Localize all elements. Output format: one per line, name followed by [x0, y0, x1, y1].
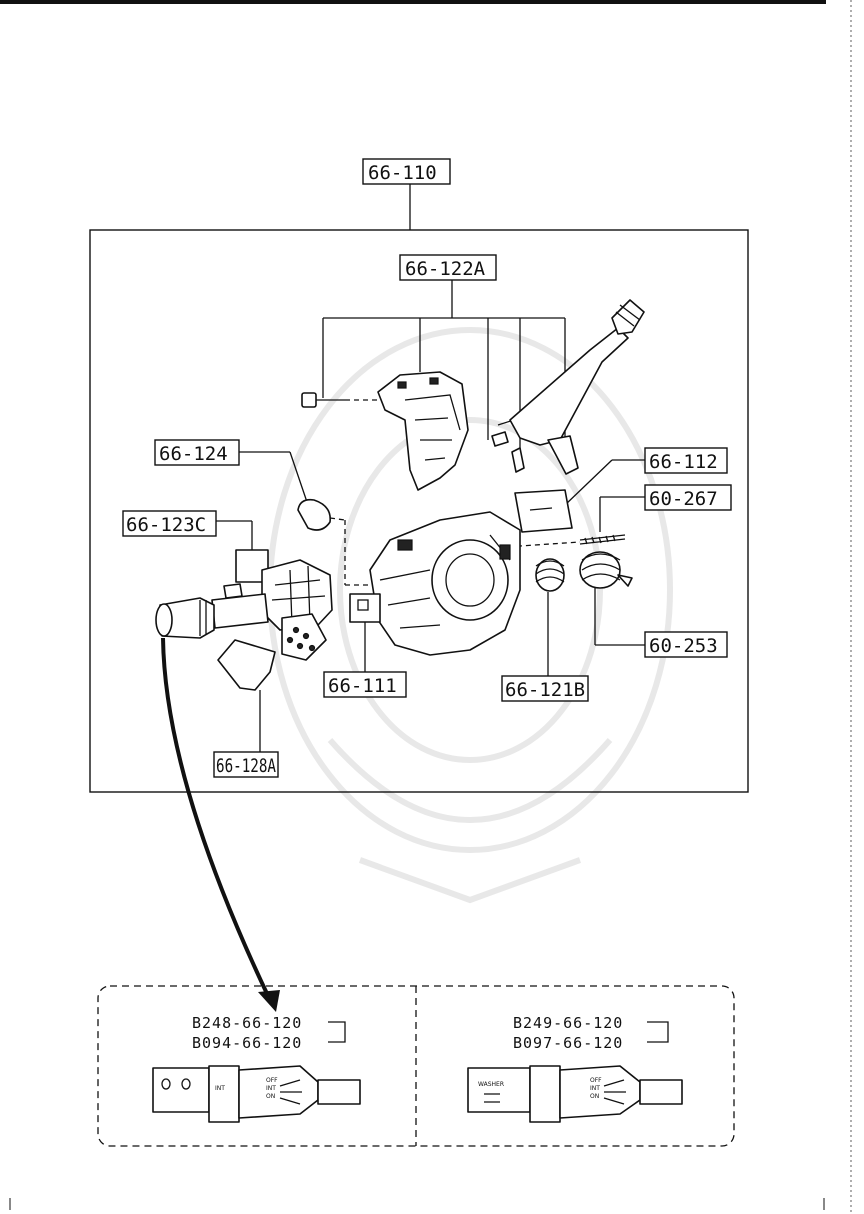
callout-switch-body: 66-122A [405, 258, 486, 280]
variant-right-switch-text-3: INT [590, 1085, 600, 1092]
callout-box-assembly [362, 158, 451, 185]
callout-box-switch-body [399, 254, 497, 281]
variant-right: B249-66-120 B097-66-120 WASHER OFF INT O… [467, 1014, 683, 1123]
callout-assembly: 66-110 [368, 162, 437, 184]
cover-plate [514, 489, 573, 533]
bolt [301, 392, 378, 408]
callout-bracket: 66-123C [126, 514, 206, 536]
callout-spring-a: 60-253 [649, 635, 718, 657]
callout-spring-b: 66-121B [505, 679, 585, 701]
variant-right-switch-text-4: ON [590, 1093, 599, 1100]
callout-box-screw [644, 484, 732, 511]
variant-left-switch-text-3: INT [266, 1085, 276, 1092]
spring-b [535, 558, 565, 592]
callout-box-clip [154, 439, 240, 466]
combination-switch [155, 559, 333, 661]
variant-left-part-number-2: B094-66-120 [192, 1034, 302, 1052]
switch-drawing-right: WASHER OFF INT ON [467, 1065, 683, 1123]
pad-part [349, 593, 381, 623]
callout-box-spring-a [644, 631, 728, 658]
callout-clip: 66-124 [159, 443, 228, 465]
spring-a [579, 551, 633, 589]
variant-right-switch-text-2: OFF [590, 1077, 602, 1084]
variant-right-switch-text-1: WASHER [478, 1081, 504, 1088]
callout-box-holder [213, 751, 279, 778]
small-screws [491, 417, 525, 473]
variant-left-switch-text-2: OFF [266, 1077, 278, 1084]
variant-left-switch-text-4: ON [266, 1093, 275, 1100]
callout-pad: 66-111 [328, 675, 397, 697]
callout-box-pad [323, 671, 407, 698]
variant-left-part-number-1: B248-66-120 [192, 1014, 302, 1032]
clip-part [297, 498, 372, 586]
callout-cover-plate: 66-112 [649, 451, 718, 473]
callout-box-spring-b [501, 675, 589, 702]
variant-left: B248-66-120 B094-66-120 INT OFF INT ON [152, 1014, 361, 1123]
variant-right-part-number-1: B249-66-120 [513, 1014, 623, 1032]
screw-part [489, 534, 626, 549]
column-housing [369, 511, 521, 656]
holder-part [217, 639, 276, 691]
switch-drawing-left: INT OFF INT ON [152, 1065, 361, 1123]
lever-arm [509, 299, 645, 475]
variant-right-part-number-2: B097-66-120 [513, 1034, 623, 1052]
variant-left-switch-text-1: INT [215, 1085, 225, 1092]
callout-screw: 60-267 [649, 488, 718, 510]
detail-leader [161, 637, 272, 1001]
callout-holder: 66-128A [216, 755, 276, 777]
switch-body-upper [377, 371, 469, 491]
assembly-frame [89, 229, 749, 793]
callout-box-bracket [122, 510, 217, 537]
